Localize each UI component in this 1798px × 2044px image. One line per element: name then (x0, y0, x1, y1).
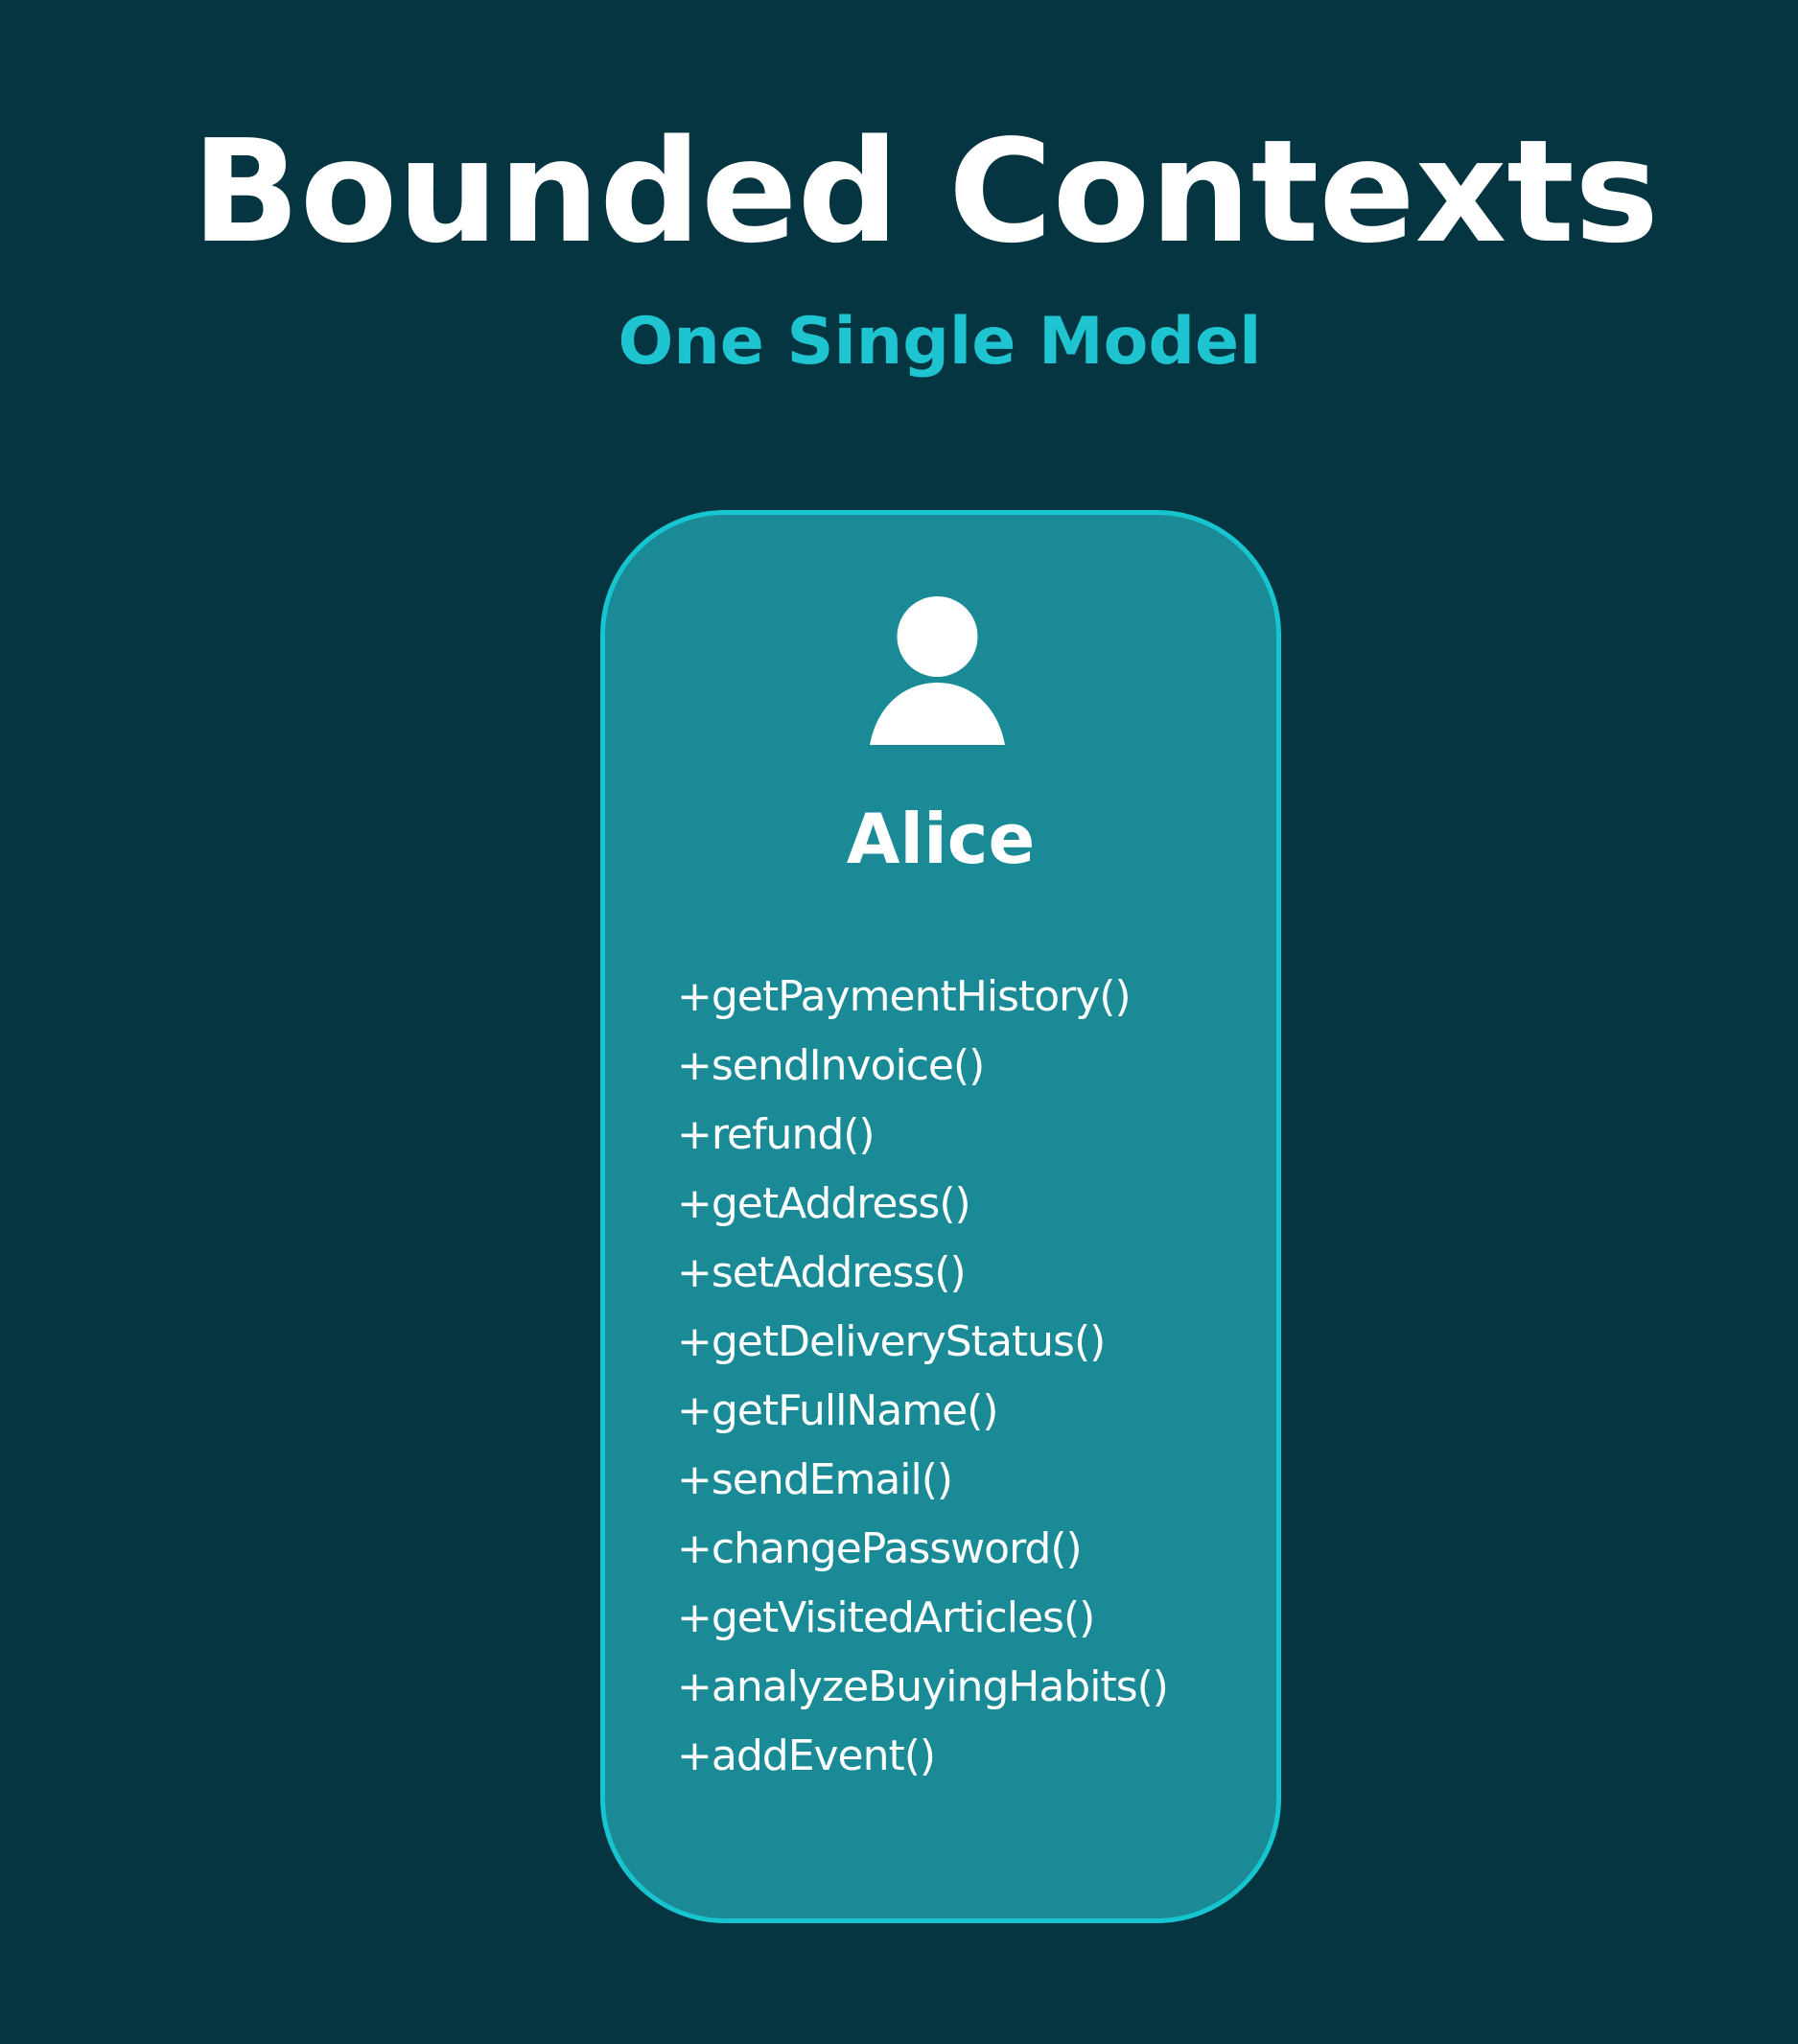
method-item: +getFullName() (677, 1386, 998, 1435)
user-icon (870, 596, 1005, 745)
method-item: +changePassword() (677, 1524, 1083, 1573)
method-item: +sendEmail() (677, 1455, 953, 1504)
page-subtitle: One Single Model (618, 304, 1262, 380)
method-item: +getDeliveryStatus() (677, 1317, 1106, 1366)
page-title: Bounded Contexts (191, 109, 1660, 274)
entity-card (600, 510, 1281, 1923)
method-item: +getAddress() (677, 1179, 971, 1228)
method-list: +getPaymentHistory() +sendInvoice() +ref… (677, 963, 1169, 1791)
entity-name: Alice (846, 799, 1036, 879)
method-item: +refund() (677, 1110, 876, 1159)
method-item: +sendInvoice() (677, 1041, 985, 1090)
method-item: +getVisitedArticles() (677, 1593, 1095, 1642)
method-item: +analyzeBuyingHabits() (677, 1662, 1169, 1711)
method-item: +addEvent() (677, 1731, 936, 1780)
method-item: +setAddress() (677, 1248, 967, 1297)
method-item: +getPaymentHistory() (677, 972, 1132, 1021)
